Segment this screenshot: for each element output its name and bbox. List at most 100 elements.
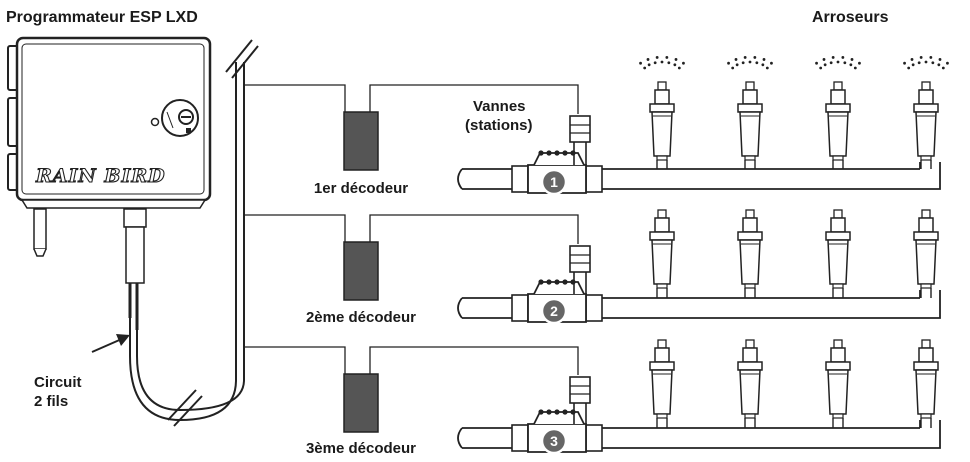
sprinklers-title: Arroseurs	[812, 9, 889, 26]
water-drop	[907, 66, 911, 70]
decoder-box	[343, 373, 379, 433]
sprinkler	[649, 209, 675, 298]
controller-unit: RAIN BIRD	[7, 36, 212, 330]
decoder-label: 2ème décodeur	[306, 309, 416, 326]
two-wire-circuit	[129, 39, 259, 427]
decoder-box	[343, 241, 379, 301]
water-drop	[938, 58, 942, 61]
trunk-to-decoder-wire	[244, 214, 346, 242]
valves-label-line1: Vannes	[473, 98, 526, 115]
water-drop	[929, 56, 933, 59]
water-drop	[853, 66, 857, 70]
water-drop	[647, 63, 651, 67]
water-drop	[667, 61, 671, 65]
valves-label-line2: (stations)	[465, 117, 533, 134]
water-drop	[917, 61, 921, 65]
water-drop	[849, 63, 853, 67]
sprinkler	[649, 339, 675, 428]
water-drop	[748, 60, 752, 64]
water-drop	[731, 66, 735, 70]
water-drop	[822, 58, 826, 61]
water-drop	[819, 66, 823, 70]
water-drop	[665, 56, 669, 59]
water-drop	[911, 63, 915, 67]
water-drop	[677, 66, 681, 70]
water-drop	[753, 56, 757, 59]
station-number-badge	[540, 168, 568, 196]
water-drop	[655, 56, 659, 59]
decoder-label: 3ème décodeur	[306, 440, 416, 457]
water-drop	[829, 61, 833, 65]
water-drop	[646, 58, 650, 61]
water-drop	[831, 56, 835, 59]
valve-solenoid	[569, 245, 591, 273]
sprinkler	[913, 209, 939, 298]
water-drop	[910, 58, 914, 61]
station-row-2: 2ème décodeur 2	[244, 209, 941, 326]
water-drop	[673, 63, 677, 67]
water-drop	[639, 61, 642, 65]
valve-solenoid	[569, 115, 591, 143]
water-drop	[682, 61, 685, 65]
water-drop	[755, 61, 759, 65]
water-drop	[815, 61, 818, 65]
water-drop	[919, 56, 923, 59]
station-number-badge	[540, 297, 568, 325]
sprinkler	[815, 56, 861, 169]
water-drop	[674, 58, 678, 61]
water-drop	[836, 60, 840, 64]
water-drop	[762, 58, 766, 61]
decoder-to-valve-wire	[369, 346, 579, 375]
water-drop	[643, 66, 647, 70]
decoder-label: 1er décodeur	[314, 180, 408, 197]
sprinkler	[737, 339, 763, 428]
water-drop	[946, 61, 949, 65]
water-drop	[761, 63, 765, 67]
station-rows: 1er décodeur 1 2ème décodeur 2 3ème décodeur…	[244, 56, 949, 457]
lateral-pipe	[600, 420, 941, 449]
station-number-badge	[540, 427, 568, 455]
station-number: 2	[550, 303, 558, 319]
sprinkler	[727, 56, 773, 169]
station-number: 1	[550, 174, 558, 190]
water-drop	[850, 58, 854, 61]
water-drop	[735, 63, 739, 67]
water-drop	[931, 61, 935, 65]
water-drop	[937, 63, 941, 67]
water-drop	[734, 58, 738, 61]
water-drop	[841, 56, 845, 59]
water-drop	[741, 61, 745, 65]
station-row-1: 1er décodeur 1	[244, 56, 949, 197]
station-row-3: 3ème décodeur 3	[244, 339, 941, 457]
water-drop	[858, 61, 861, 65]
water-drop	[743, 56, 747, 59]
controller-title: Programmateur ESP LXD	[6, 9, 198, 26]
water-drop	[823, 63, 827, 67]
water-drop	[903, 61, 906, 65]
water-drop	[765, 66, 769, 70]
sprinkler	[903, 56, 949, 169]
water-drop	[843, 61, 847, 65]
circuit-arrow-icon	[91, 334, 130, 353]
lateral-pipe	[600, 290, 941, 319]
decoder-to-valve-wire	[369, 214, 579, 244]
lateral-pipe	[600, 162, 941, 190]
circuit-label-line2: 2 fils	[34, 393, 68, 410]
valve-solenoid	[569, 376, 591, 404]
water-drop	[653, 61, 657, 65]
sprinkler	[639, 56, 685, 169]
trunk-to-decoder-wire	[244, 346, 346, 374]
sprinkler	[825, 209, 851, 298]
rain-bird-logo: RAIN BIRD	[35, 165, 166, 187]
sprinkler	[913, 339, 939, 428]
sprinkler	[825, 339, 851, 428]
sprinkler	[737, 209, 763, 298]
decoder-box	[343, 111, 379, 171]
water-drop	[941, 66, 945, 70]
decoder-to-valve-wire	[369, 84, 579, 114]
water-drop	[770, 61, 773, 65]
water-drop	[924, 60, 928, 64]
station-number: 3	[550, 433, 558, 449]
trunk-to-decoder-wire	[244, 84, 346, 112]
